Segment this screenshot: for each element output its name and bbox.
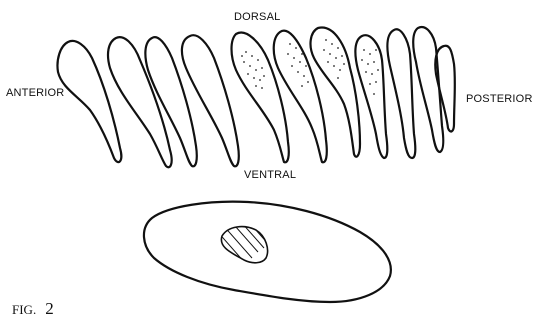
- label-anterior: ANTERIOR: [6, 87, 64, 99]
- figure-prefix: FIG.: [12, 302, 36, 317]
- section-9: [387, 29, 415, 158]
- figure-number: 2: [45, 299, 54, 318]
- section-5: [232, 33, 289, 163]
- label-posterior: POSTERIOR: [466, 93, 533, 105]
- stipple-section-6: [287, 43, 309, 87]
- section-3: [145, 37, 196, 166]
- label-ventral: VENTRAL: [244, 169, 296, 181]
- figure-caption: FIG. 2: [12, 299, 54, 318]
- stipple-section-5: [241, 51, 265, 89]
- section-4: [182, 35, 239, 166]
- hatched-region: [204, 210, 282, 276]
- section-1: [57, 41, 121, 162]
- section-6: [274, 31, 327, 163]
- section-11: [435, 46, 455, 132]
- label-dorsal: DORSAL: [234, 11, 280, 23]
